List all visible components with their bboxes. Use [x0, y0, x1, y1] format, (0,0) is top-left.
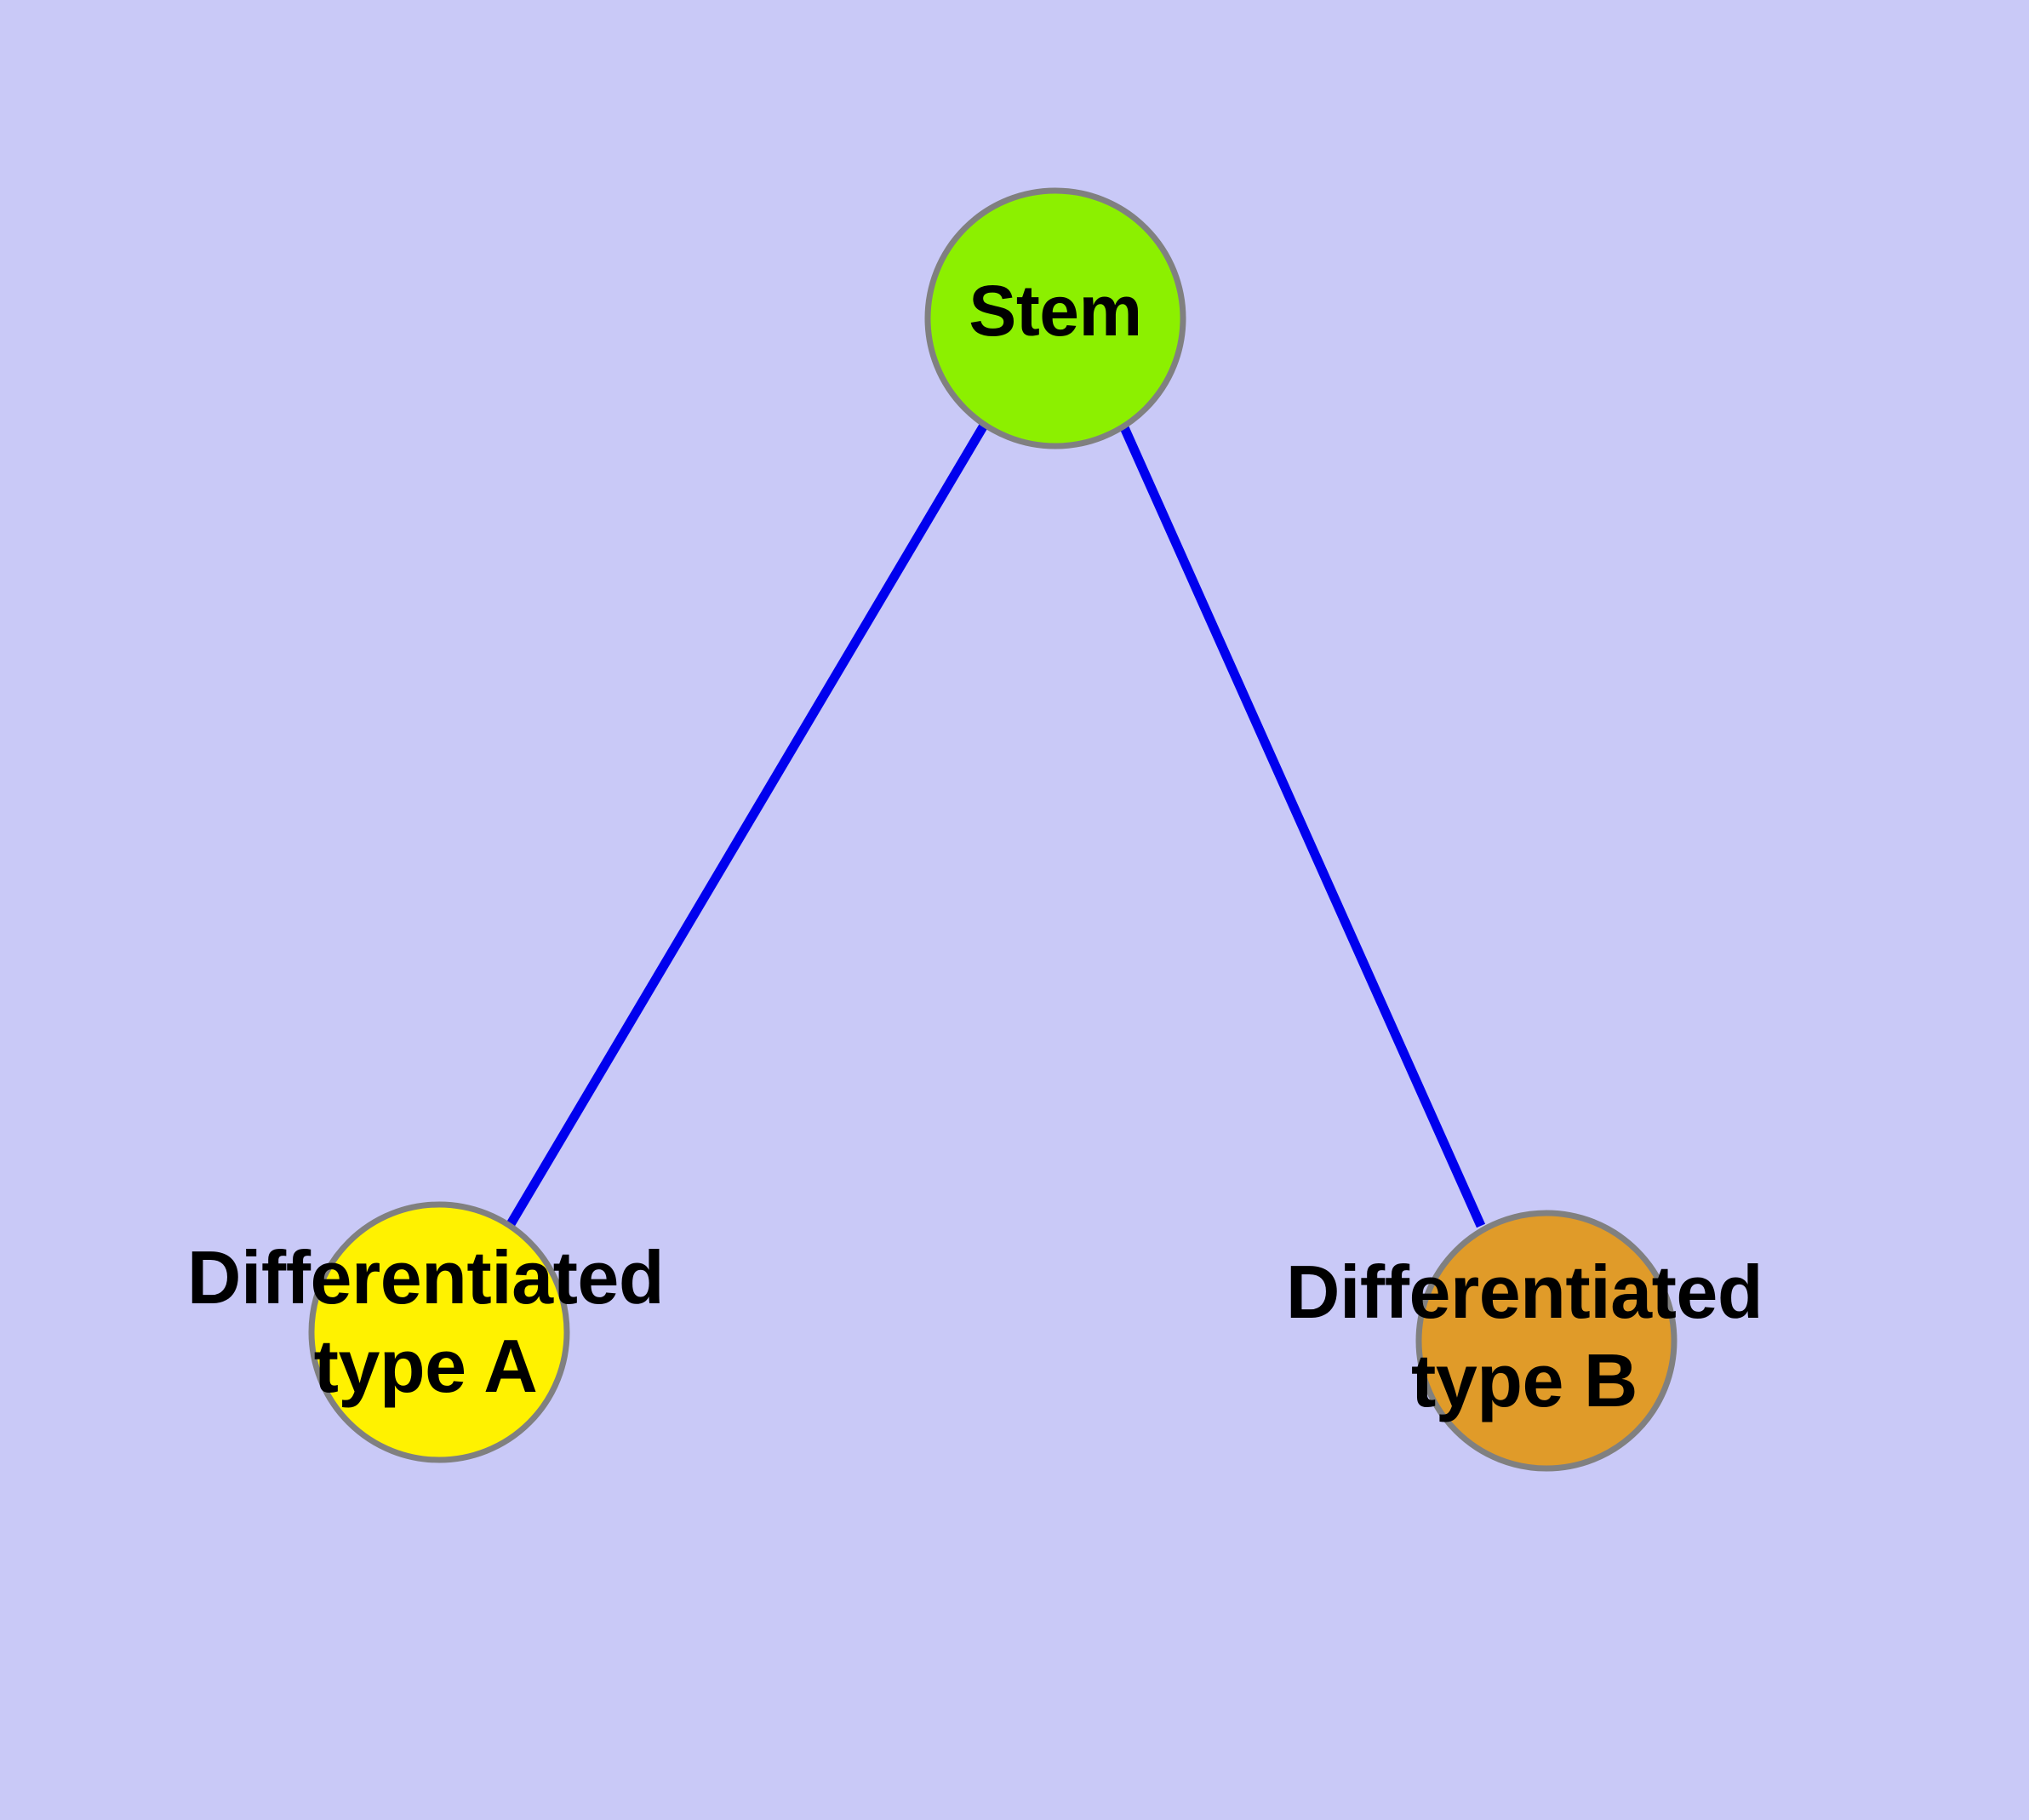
edge-stem-to-differentiated-type-b: [1118, 423, 1486, 1228]
edge-stem-to-differentiated-type-a: [506, 421, 989, 1227]
node-layer: [308, 187, 1677, 1472]
node-stem[interactable]: [924, 187, 1186, 449]
node-differentiated-type-b[interactable]: [1415, 1210, 1677, 1472]
edge-layer: [506, 421, 1486, 1228]
node-differentiated-type-a[interactable]: [308, 1201, 570, 1463]
